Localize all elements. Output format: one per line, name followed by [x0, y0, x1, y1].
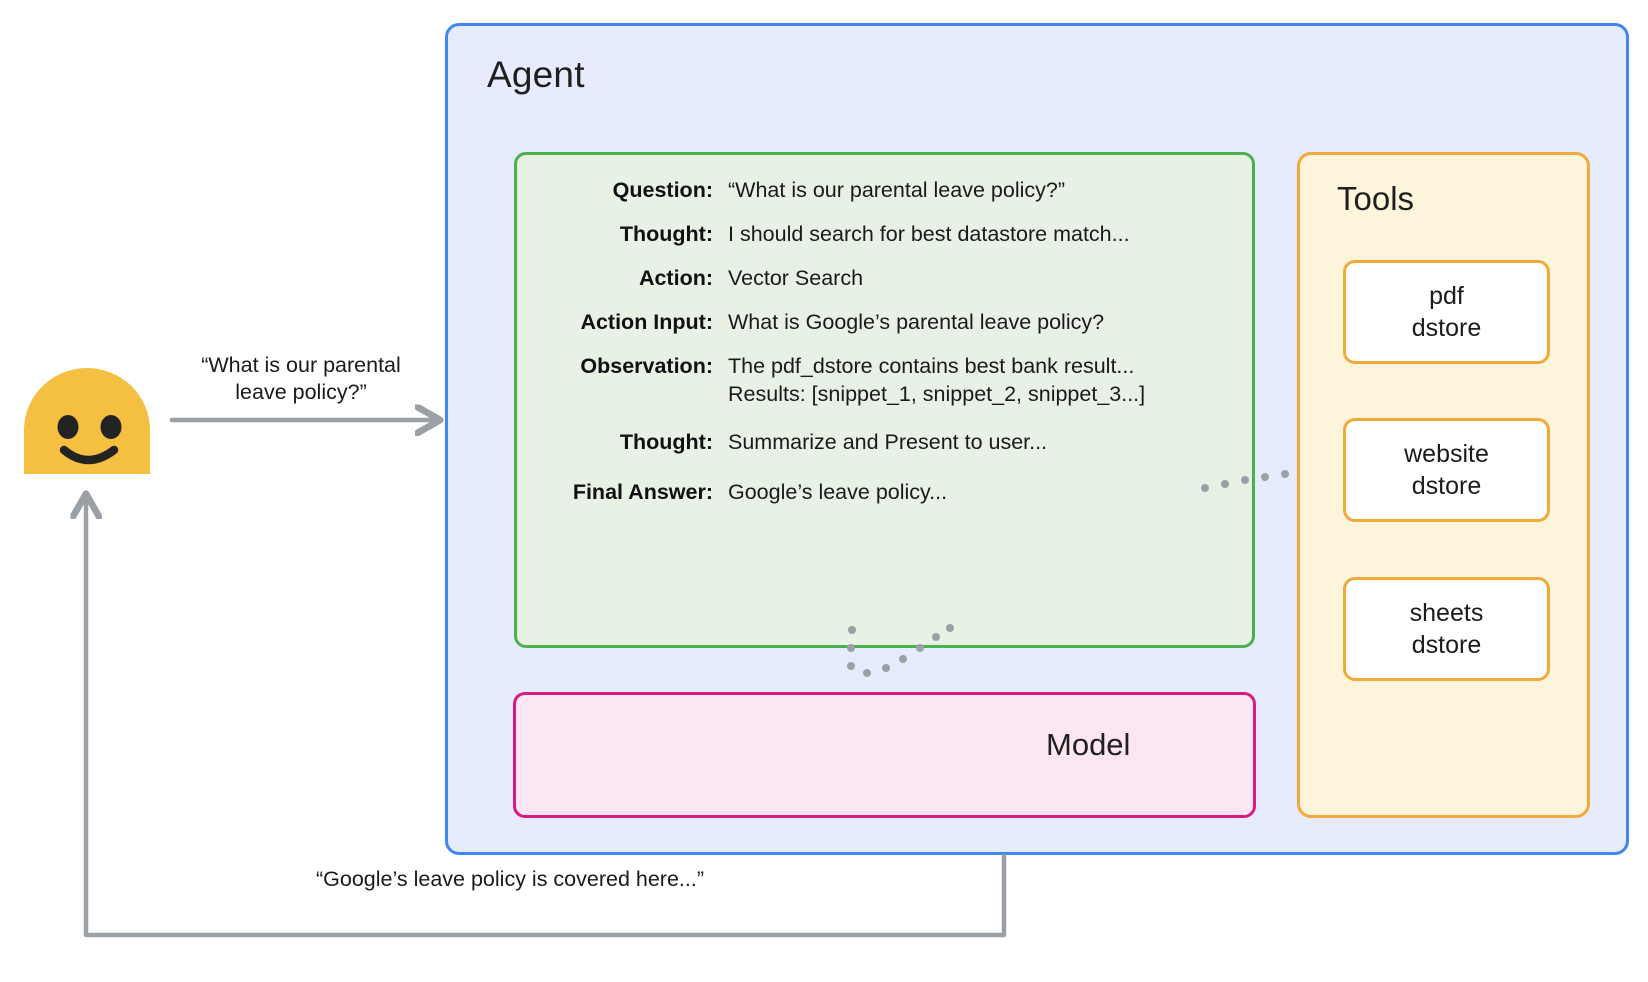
trace-value-final-answer: Google’s leave policy...	[728, 480, 948, 504]
tool-card-sheets-dstore[interactable]: sheets dstore	[1343, 577, 1550, 681]
trace-value-thought-1: I should search for best datastore match…	[728, 222, 1130, 246]
tool-card-pdf-dstore-label: pdf dstore	[1411, 282, 1482, 342]
model-title: Model	[1046, 727, 1131, 762]
trace-label-action-input: Action Input:	[580, 310, 713, 334]
model-panel: Model	[513, 692, 1256, 818]
trace-value-thought-2: Summarize and Present to user...	[728, 430, 1048, 454]
trace-row-action-input: Action Input: What is Google’s parental …	[514, 308, 1255, 336]
tool-card-website-dstore[interactable]: website dstore	[1343, 418, 1550, 522]
trace-value-question: “What is our parental leave policy?”	[728, 178, 1065, 202]
trace-label-final-answer: Final Answer:	[572, 480, 713, 504]
trace-value-action-input: What is Google’s parental leave policy?	[728, 310, 1105, 334]
trace-label-thought-2: Thought:	[619, 430, 713, 454]
tool-card-website-dstore-label: website dstore	[1404, 440, 1489, 500]
trace-value-observation: The pdf_dstore contains best bank result…	[713, 352, 1145, 408]
tools-title: Tools	[1337, 180, 1415, 217]
trace-row-final-answer: Final Answer: Google’s leave policy...	[514, 478, 1255, 506]
react-trace-rows: Question: “What is our parental leave po…	[514, 176, 1255, 522]
trace-value-observation-line1: The pdf_dstore contains best bank result…	[728, 354, 1135, 378]
trace-value-action: Vector Search	[728, 266, 864, 290]
trace-row-thought-2: Thought: Summarize and Present to user..…	[514, 428, 1255, 456]
user-request-label: “What is our parental leave policy?”	[201, 353, 401, 404]
trace-row-action: Action: Vector Search	[514, 264, 1255, 292]
trace-label-question: Question:	[612, 178, 713, 202]
trace-row-observation: Observation: The pdf_dstore contains bes…	[514, 352, 1255, 408]
smiley-face-icon	[24, 368, 150, 474]
tool-card-pdf-dstore[interactable]: pdf dstore	[1343, 260, 1550, 364]
trace-row-question: Question: “What is our parental leave po…	[514, 176, 1255, 204]
trace-value-observation-line2: Results: [snippet_1, snippet_2, snippet_…	[728, 382, 1146, 406]
tool-card-sheets-dstore-label: sheets dstore	[1409, 599, 1484, 659]
trace-label-observation: Observation:	[580, 354, 713, 378]
agent-title: Agent	[487, 54, 585, 95]
trace-row-thought-1: Thought: I should search for best datast…	[514, 220, 1255, 248]
agent-response-label: “Google’s leave policy is covered here..…	[316, 867, 704, 891]
trace-label-thought-1: Thought:	[619, 222, 713, 246]
trace-label-action: Action:	[638, 266, 713, 290]
